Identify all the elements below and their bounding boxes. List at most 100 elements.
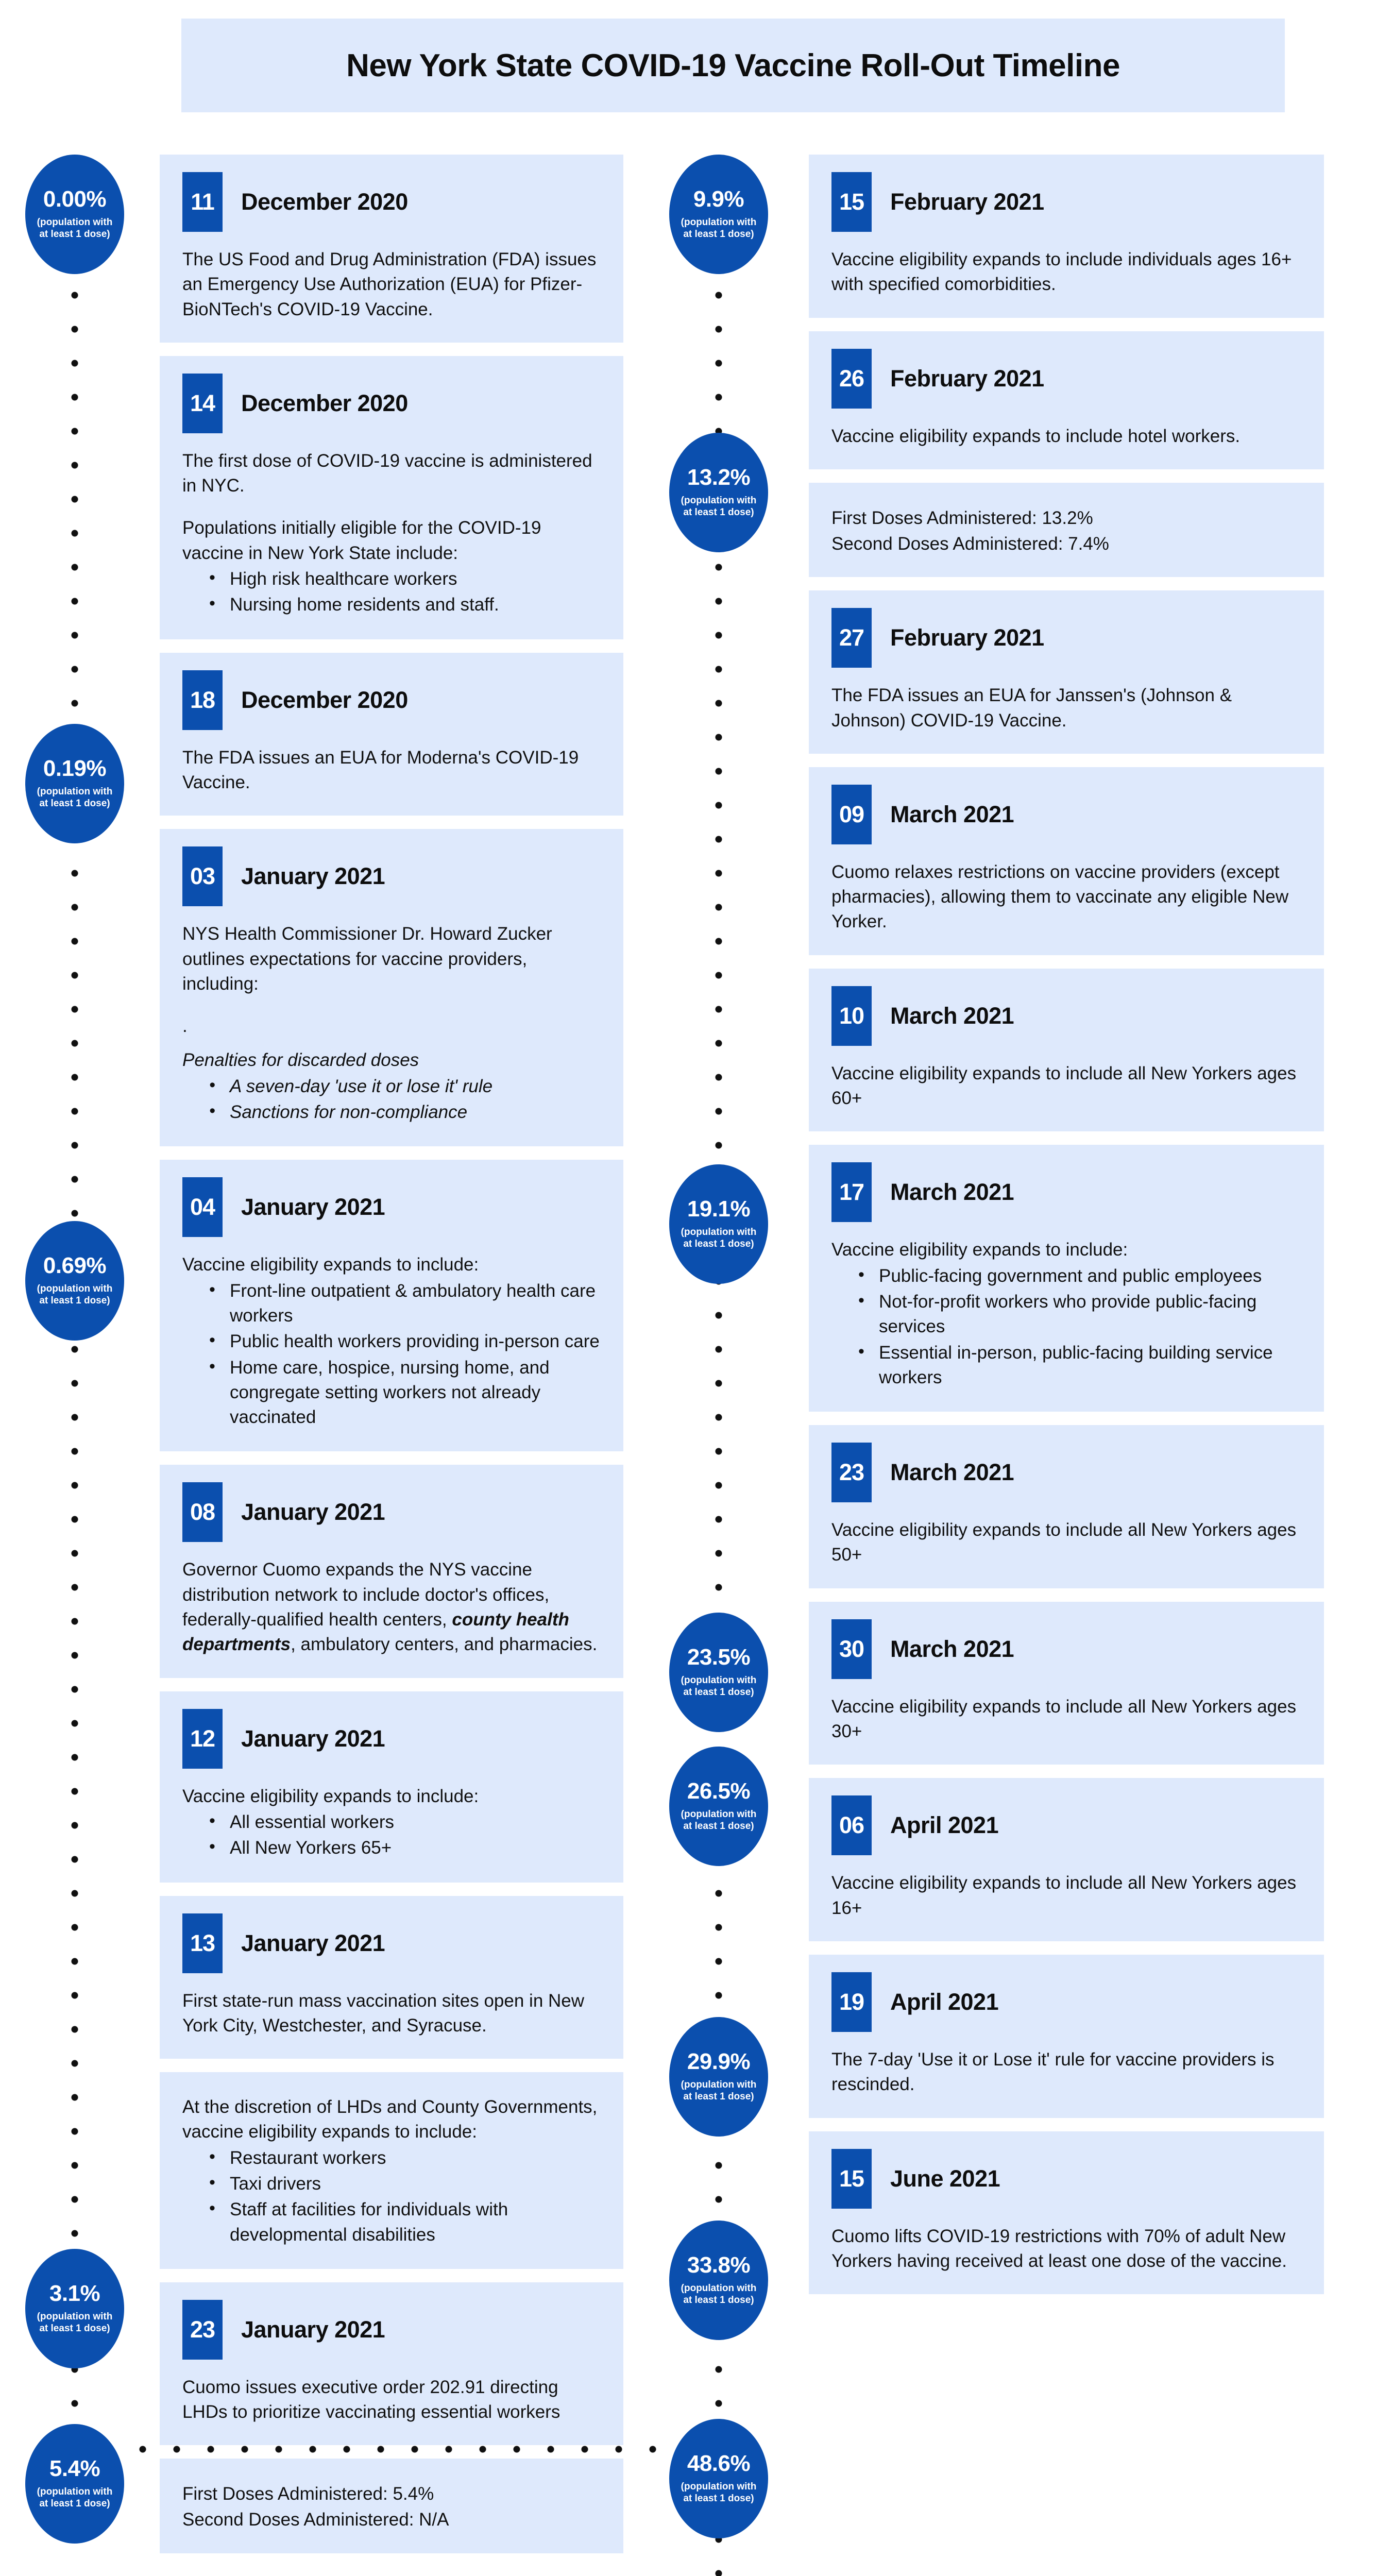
percent-bubble: 29.9%(population with at least 1 dose) (669, 2017, 768, 2137)
second-doses-text: Second Doses Administered: 7.4% (831, 533, 1109, 554)
day-chip: 09 (831, 784, 872, 844)
month-year-label: April 2021 (890, 1812, 999, 1839)
month-year-label: December 2020 (241, 389, 408, 416)
percent-bubble: 19.1%(population with at least 1 dose) (669, 1164, 768, 1284)
percent-sublabel: (population with at least 1 dose) (681, 2481, 757, 2504)
percent-sublabel: (population with at least 1 dose) (681, 2079, 757, 2102)
card-body-text: Cuomo relaxes restrictions on vaccine pr… (831, 861, 1289, 932)
day-chip: 12 (182, 1708, 223, 1769)
percent-bubble: 48.6%(population with at least 1 dose) (669, 2419, 768, 2538)
percent-sublabel: (population with at least 1 dose) (37, 786, 113, 809)
card-body-text: The FDA issues an EUA for Janssen's (Joh… (831, 685, 1232, 731)
percent-value: 0.19% (43, 756, 107, 782)
percent-bubble: 0.69%(population with at least 1 dose) (25, 1221, 124, 1341)
card-body-text: Vaccine eligibility expands to include: (182, 1786, 479, 1806)
percent-bubble: 13.2%(population with at least 1 dose) (669, 433, 768, 552)
card-body-text: Cuomo issues executive order 202.91 dire… (182, 2377, 560, 2422)
card-bullet-item: High risk healthcare workers (209, 566, 601, 591)
month-year-label: December 2020 (241, 686, 408, 713)
card-header: 03 January 2021 (182, 846, 601, 907)
percent-sublabel: (population with at least 1 dose) (681, 1809, 757, 1832)
percent-value: 26.5% (687, 1778, 751, 1804)
first-doses-text: First Doses Administered: 5.4% (182, 2484, 434, 2504)
card-italic-heading: Penalties for discarded doses (182, 1050, 419, 1071)
month-year-label: January 2021 (241, 1194, 385, 1221)
card-bullet-item: All essential workers (209, 1809, 601, 1835)
card-bullet-item: Essential in-person, public-facing build… (858, 1340, 1301, 1391)
card-body-text: First state-run mass vaccination sites o… (182, 1990, 585, 2036)
card-body-text: . (182, 1016, 188, 1037)
percent-value: 0.69% (43, 1253, 107, 1279)
timeline-event-card: At the discretion of LHDs and County Gov… (160, 2072, 623, 2269)
card-bullet-list: Restaurant workersTaxi driversStaff at f… (182, 2145, 601, 2247)
percent-bubble: 0.00%(population with at least 1 dose) (25, 155, 124, 274)
day-chip: 27 (831, 608, 872, 668)
day-chip: 17 (831, 1162, 872, 1223)
percent-sublabel: (population with at least 1 dose) (681, 2283, 757, 2306)
day-chip: 23 (182, 2299, 223, 2360)
percent-value: 13.2% (687, 465, 751, 490)
card-bullet-item: All New Yorkers 65+ (209, 1835, 601, 1860)
percent-bubble: 23.5%(population with at least 1 dose) (669, 1613, 768, 1732)
percent-bubble: 26.5% (population with at least 1 dose) (669, 1747, 768, 1866)
percent-bubble: 33.8% (population with at least 1 dose) (669, 2221, 768, 2340)
day-chip: 08 (182, 1482, 223, 1543)
month-year-label: June 2021 (890, 2165, 1000, 2192)
card-body-text: The first dose of COVID-19 vaccine is ad… (182, 450, 592, 496)
doses-summary-card: First Doses Administered: 5.4% Second Dos… (160, 2459, 623, 2553)
month-year-label: March 2021 (890, 1179, 1014, 1206)
day-chip: 18 (182, 670, 223, 730)
month-year-label: March 2021 (890, 1459, 1014, 1486)
day-chip: 30 (831, 1619, 872, 1679)
month-year-label: December 2020 (241, 189, 408, 215)
card-bullet-list: Front-line outpatient & ambulatory healt… (182, 1278, 601, 1430)
page-title: New York State COVID-19 Vaccine Roll-Out… (346, 47, 1120, 83)
card-bullet-list: High risk healthcare workersNursing home… (182, 566, 601, 618)
card-body-text: Vaccine eligibility expands to include i… (831, 249, 1292, 295)
card-bullet-item: Restaurant workers (209, 2145, 601, 2171)
month-year-label: January 2021 (241, 863, 385, 890)
card-header: 06 April 2021 (831, 1795, 1301, 1856)
percent-sublabel: (population with at least 1 dose) (37, 2486, 113, 2509)
card-body-text: At the discretion of LHDs and County Gov… (182, 2097, 598, 2142)
percent-sublabel: (population with at least 1 dose) (681, 217, 757, 240)
card-body-text: Governor Cuomo expands the NYS vaccine d… (182, 1560, 598, 1655)
first-doses-text: First Doses Administered: 13.2% (831, 507, 1093, 528)
card-body-text: Vaccine eligibility expands to include a… (831, 1063, 1297, 1109)
card-body-text: Populations initially eligible for the C… (182, 518, 541, 563)
day-chip: 03 (182, 846, 223, 907)
percent-value: 23.5% (687, 1645, 751, 1670)
card-bullet-item: Staff at facilities for individuals with… (209, 2196, 601, 2247)
dotted-spine-icon (70, 155, 79, 2545)
percent-value: 33.8% (687, 2252, 751, 2278)
title-band: New York State COVID-19 Vaccine Roll-Out… (181, 19, 1285, 112)
card-bullet-item: Home care, hospice, nursing home, and co… (209, 1354, 601, 1430)
day-chip: 06 (831, 1795, 872, 1856)
percent-bubble: 9.9%(population with at least 1 dose) (669, 155, 768, 274)
month-year-label: February 2021 (890, 624, 1044, 651)
card-bullet-list: Public-facing government and public empl… (831, 1263, 1301, 1391)
day-chip: 13 (182, 1913, 223, 1973)
second-doses-text: Second Doses Administered: N/A (182, 2510, 449, 2530)
card-body-text: Vaccine eligibility expands to include a… (831, 1520, 1297, 1565)
